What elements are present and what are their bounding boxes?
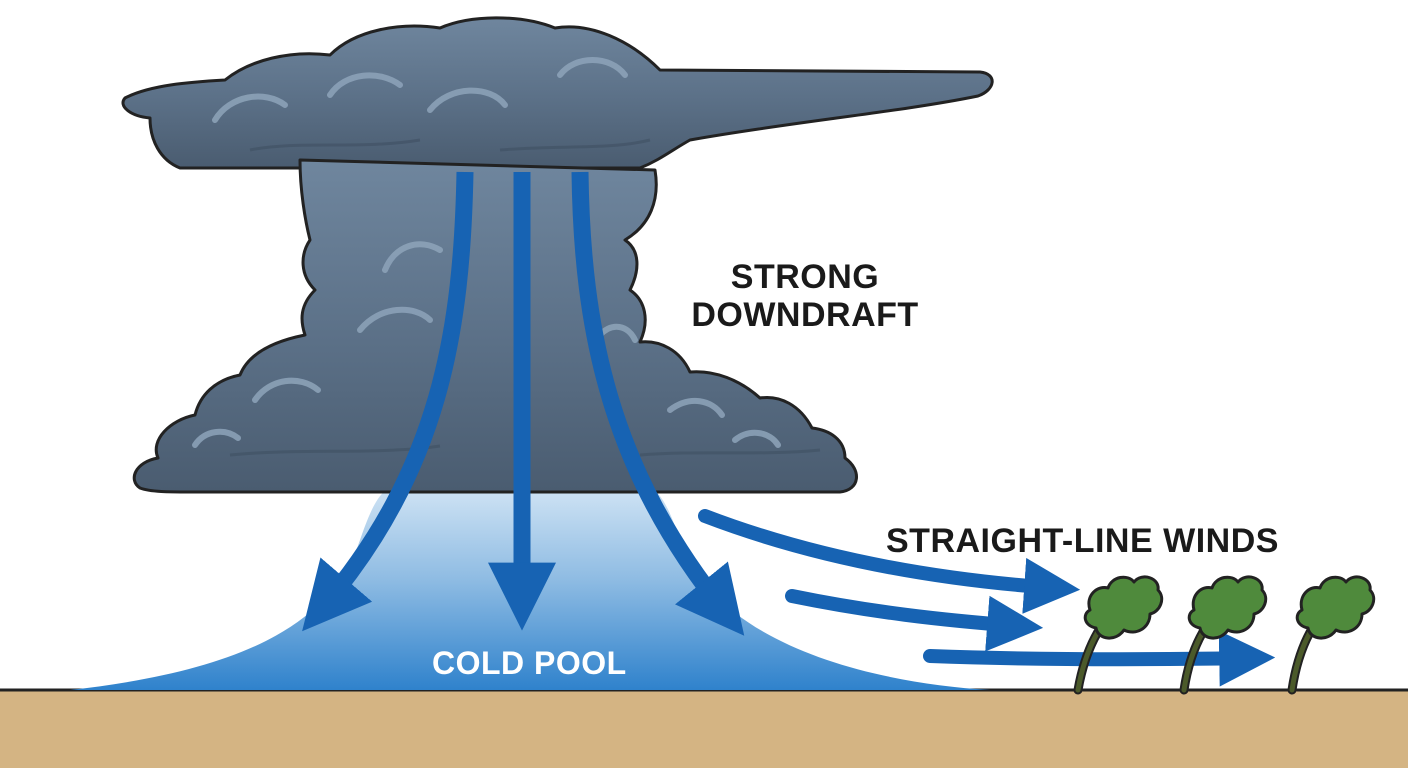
tree-3 (1287, 575, 1376, 695)
wind-arrow-top (698, 509, 1081, 614)
strong-downdraft-label: STRONG DOWNDRAFT (690, 258, 920, 334)
straight-line-winds-label: STRAIGHT-LINE WINDS (886, 522, 1279, 560)
downdraft-arrow-left (302, 171, 474, 632)
strong-downdraft-label-line2: DOWNDRAFT (691, 296, 919, 334)
thunderstorm-cloud (121, 16, 994, 494)
strong-downdraft-label-line1: STRONG (730, 258, 880, 296)
downdraft-arrow-right (571, 171, 745, 636)
tree-1 (1073, 575, 1164, 695)
ground (0, 690, 1408, 768)
wind-arrow-middle (785, 589, 1044, 652)
cloud-anvil (121, 16, 994, 170)
cold-pool-label: COLD POOL (432, 645, 627, 681)
tree-2 (1179, 575, 1268, 695)
cloud-highlights (192, 57, 781, 448)
downdraft-arrows (302, 171, 745, 636)
